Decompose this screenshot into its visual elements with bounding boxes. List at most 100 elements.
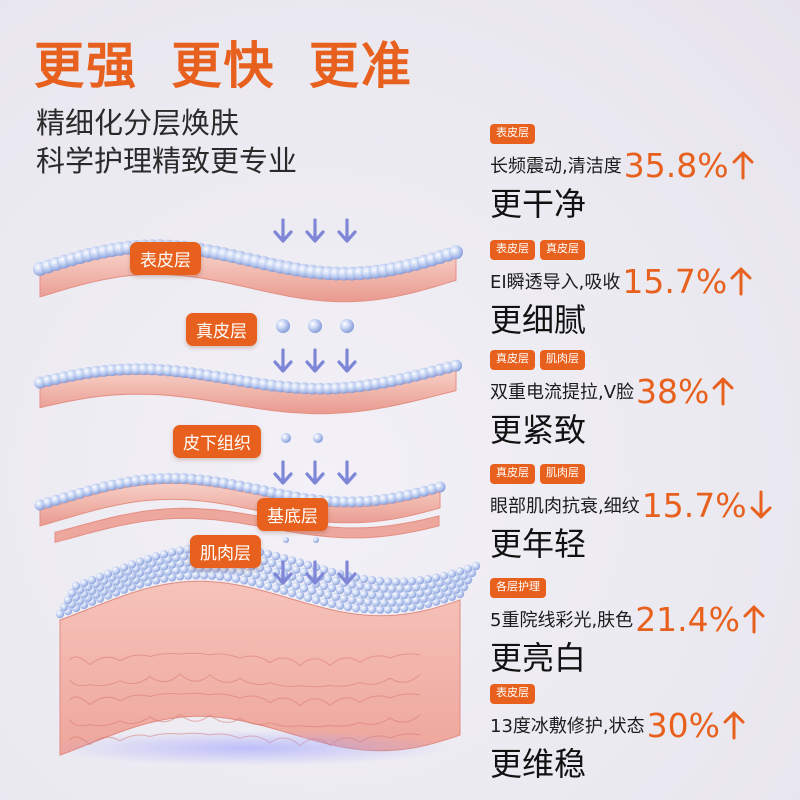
down-arrow-icon (337, 348, 357, 373)
fiber-bead (387, 598, 397, 607)
fiber-bead (291, 581, 301, 591)
fiber-bead (243, 569, 253, 578)
feature-percent: 38% (636, 372, 710, 411)
label-muscle: 肌肉层 (190, 535, 261, 568)
fiber-bead (423, 574, 433, 584)
feature-result: 更亮白 (490, 639, 587, 677)
fiber-bead (71, 581, 81, 591)
particle (308, 319, 322, 333)
bubble (170, 472, 182, 484)
fiber-bead (167, 548, 177, 557)
fiber-bead (263, 581, 273, 591)
fiber-bead (379, 584, 389, 593)
fiber-bead (335, 601, 345, 610)
fiber-bead (287, 588, 297, 598)
bubble (330, 496, 342, 508)
fiber-bead (323, 590, 333, 600)
fiber-bead (303, 560, 313, 570)
flow-arrows (273, 218, 357, 585)
feature-result: 更干净 (490, 185, 587, 223)
feature-percent: 15.7% (641, 486, 747, 525)
fiber-bead (247, 577, 257, 587)
fiber-bead (223, 573, 233, 582)
feature-result: 更紧致 (490, 411, 587, 449)
fiber-bead (447, 569, 457, 578)
bubble (162, 472, 174, 484)
fiber-bead (375, 605, 385, 614)
fiber-bead (283, 563, 293, 572)
fiber-bead (319, 597, 329, 607)
layer-tag: 肌肉层 (540, 464, 585, 484)
fiber-bead (311, 595, 321, 605)
bubble (130, 475, 142, 487)
headline: 更强 更快 更准 (34, 26, 427, 98)
fiber-bead (307, 586, 317, 595)
fiber-bead (199, 571, 209, 580)
fiber-bead (59, 602, 69, 612)
fiber-bead (391, 591, 401, 600)
particle (313, 537, 319, 543)
fiber-bead (175, 572, 185, 581)
bubble-rows (33, 239, 481, 619)
bubble (346, 496, 358, 508)
feature-description: 5重院线彩光,肤色 (490, 610, 634, 631)
layer-tag: 真皮层 (490, 350, 535, 370)
particle (276, 319, 290, 333)
bubble (146, 473, 158, 485)
fiber-bead (175, 546, 185, 555)
fiber-bead (407, 590, 417, 599)
fiber-bead (159, 550, 169, 559)
fiber-bead (371, 583, 381, 593)
fiber-bead (391, 604, 401, 614)
fiber-bead (235, 567, 245, 576)
down-arrow-icon (337, 560, 357, 585)
bubble (434, 481, 446, 493)
fiber-bead (371, 598, 381, 607)
label-subcutaneous: 皮下组织 (173, 425, 261, 458)
feature-description: 眼部肌肉抗衰,细纹 (490, 496, 640, 517)
arrow-up-icon (723, 711, 745, 740)
fiber-bead (355, 581, 365, 591)
fiber-bead (259, 572, 269, 582)
fiber-bead (303, 593, 313, 602)
fiber-bead (399, 577, 409, 586)
bubble (354, 496, 366, 508)
fiber-bead (375, 591, 385, 600)
down-arrow-icon (337, 460, 357, 485)
fiber-bead (471, 561, 481, 571)
fiber-bead (323, 574, 333, 584)
bubble (194, 474, 206, 486)
fiber-bead (271, 584, 281, 593)
fiber-bead (215, 572, 225, 581)
fiber-bead (231, 574, 241, 583)
bubble (450, 359, 462, 372)
fiber-bead (363, 597, 373, 607)
capillary-line (69, 713, 421, 728)
down-arrow-icon (305, 560, 325, 585)
fiber-bead (119, 563, 129, 572)
feature-description: 长频震动,清洁度 (490, 156, 622, 177)
fiber-bead (355, 596, 365, 606)
subtitle-line-1: 精细化分层焕肤 (36, 106, 240, 140)
particle (281, 433, 291, 443)
fiber-bead (367, 590, 377, 600)
feature-tags: 表皮层 (490, 124, 790, 144)
down-arrow-icon (305, 218, 325, 243)
bubble (178, 473, 190, 485)
down-arrow-icon (273, 218, 293, 243)
fiber-bead (67, 588, 77, 598)
fiber-bead (279, 586, 289, 595)
label-epidermis: 表皮层 (130, 242, 201, 275)
fiber-bead (359, 574, 369, 584)
fiber-bead (63, 595, 73, 605)
feature-description: 双重电流提拉,V脸 (490, 382, 635, 403)
fiber-bead (143, 554, 153, 564)
arrow-up-icon (712, 377, 734, 406)
bubble (202, 475, 214, 487)
fiber-bead (431, 573, 441, 582)
fiber-bead (439, 571, 449, 580)
